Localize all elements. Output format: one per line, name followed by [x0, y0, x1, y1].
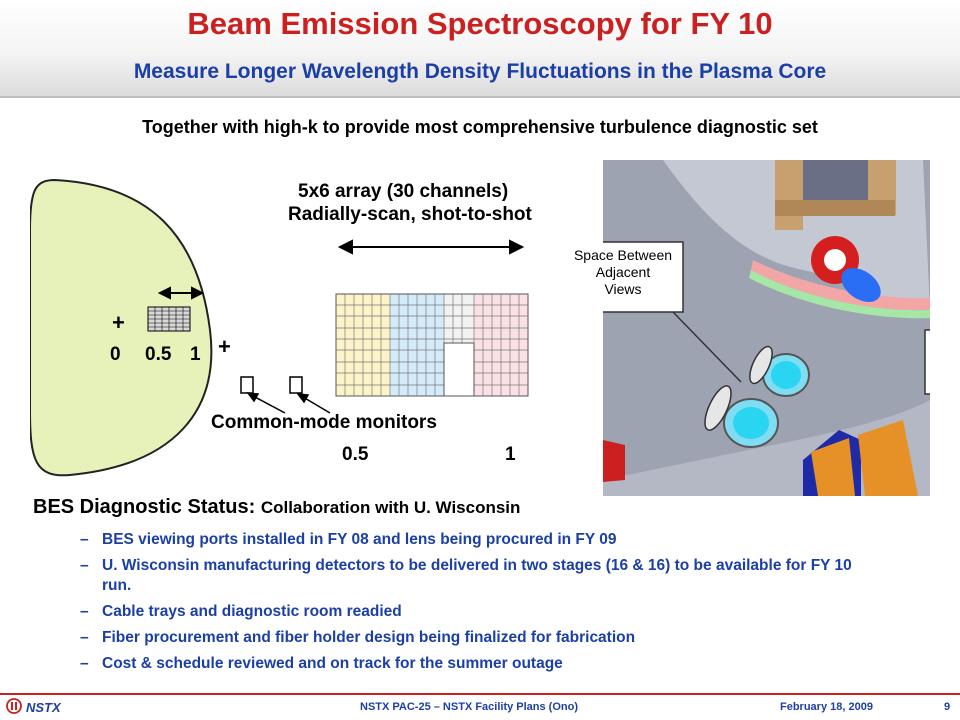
array-label-line2: Radially-scan, shot-to-shot: [288, 204, 533, 225]
callout-text: Space Between Adjacent Views: [563, 247, 683, 298]
bes-array-diagram: + 0 0.5 1 + Common-mode monitors 5x6 arr…: [30, 178, 533, 477]
plus-marker: +: [112, 310, 125, 335]
list-item: –BES viewing ports installed in FY 08 an…: [80, 530, 860, 550]
callout-line1: Space Between: [573, 247, 673, 263]
bullet-dash: –: [80, 655, 89, 672]
axis-label-05: 0.5: [342, 444, 369, 465]
orange-block-right: [858, 420, 918, 496]
green-band: [749, 270, 930, 319]
flange-bore: [824, 249, 846, 271]
brown-bracket-left: [775, 160, 803, 230]
callout-pointer: [672, 311, 742, 383]
tick-label-0: 0: [110, 344, 121, 365]
axis-label-1: 1: [505, 444, 516, 465]
scan-arrow-small: [157, 286, 205, 300]
tagline: Together with high-k to provide most com…: [142, 117, 818, 137]
callout-box: [603, 241, 684, 313]
port-window-lower-glass: [733, 407, 769, 439]
port-window-upper-glass: [771, 361, 801, 389]
footer-center-text: NSTX PAC-25 – NSTX Facility Plans (Ono): [360, 701, 579, 713]
status-heading-detail: Collaboration with U. Wisconsin: [260, 498, 521, 517]
array-label-line1: 5x6 array (30 channels): [298, 181, 508, 202]
status-heading-main: BES Diagnostic Status:: [33, 496, 256, 518]
monitor-box-2: [289, 376, 303, 394]
port-shutter-lower: [704, 385, 732, 431]
bullet-dash: –: [80, 531, 89, 548]
plus-marker-right: +: [218, 334, 231, 359]
slide-header: Beam Emission Spectroscopy for FY 10 Mea…: [0, 0, 960, 98]
bullet-dash: –: [80, 629, 89, 646]
slide-title: Beam Emission Spectroscopy for FY 10: [187, 6, 773, 41]
callout-line2: Adjacent: [595, 264, 651, 280]
monitor-box-1: [240, 376, 254, 394]
tick-label-05: 0.5: [145, 344, 172, 365]
right-edge-box: [924, 329, 930, 395]
monitor-arrows: [246, 392, 331, 414]
small-detector-grid: [147, 306, 191, 332]
slide-subtitle: Measure Longer Wavelength Density Fluctu…: [133, 60, 827, 83]
vessel-cad-render: [603, 160, 930, 496]
list-item-text: Cable trays and diagnostic room readied: [102, 603, 402, 620]
plasma-cross-section: [30, 178, 213, 477]
scan-arrow-large: [337, 239, 525, 255]
list-item-text: U. Wisconsin manufacturing detectors to …: [102, 557, 852, 594]
page-number: 9: [944, 701, 951, 713]
orange-block-left: [811, 438, 855, 496]
list-item: –Cable trays and diagnostic room readied: [80, 602, 860, 622]
dark-slot: [803, 160, 868, 200]
blue-port-tube: [841, 267, 881, 303]
list-item: –U. Wisconsin manufacturing detectors to…: [80, 556, 860, 596]
tick-label-1: 1: [190, 344, 201, 365]
bullet-dash: –: [80, 603, 89, 620]
brown-bracket-top: [775, 200, 895, 216]
port-shutter-upper: [749, 345, 773, 385]
status-list: –BES viewing ports installed in FY 08 an…: [80, 530, 860, 680]
list-item-text: BES viewing ports installed in FY 08 and…: [102, 531, 617, 548]
bullet-dash: –: [80, 557, 89, 574]
footer-brand: NSTX: [26, 700, 61, 715]
callout-line3: Views: [604, 281, 642, 297]
list-item-text: Fiber procurement and fiber holder desig…: [102, 629, 636, 646]
footer-divider: [0, 693, 960, 695]
nstx-logo-icon: [6, 698, 22, 714]
list-item: –Cost & schedule reviewed and on track f…: [80, 654, 860, 674]
list-item-text: Cost & schedule reviewed and on track fo…: [102, 655, 563, 672]
list-item: –Fiber procurement and fiber holder desi…: [80, 628, 860, 648]
pink-band: [751, 260, 930, 311]
footer-date: February 18, 2009: [780, 701, 873, 713]
status-heading: BES Diagnostic Status: Collaboration wit…: [33, 496, 520, 519]
detector-array: [335, 293, 529, 397]
red-part: [603, 440, 625, 482]
monitors-label: Common-mode monitors: [211, 412, 437, 433]
